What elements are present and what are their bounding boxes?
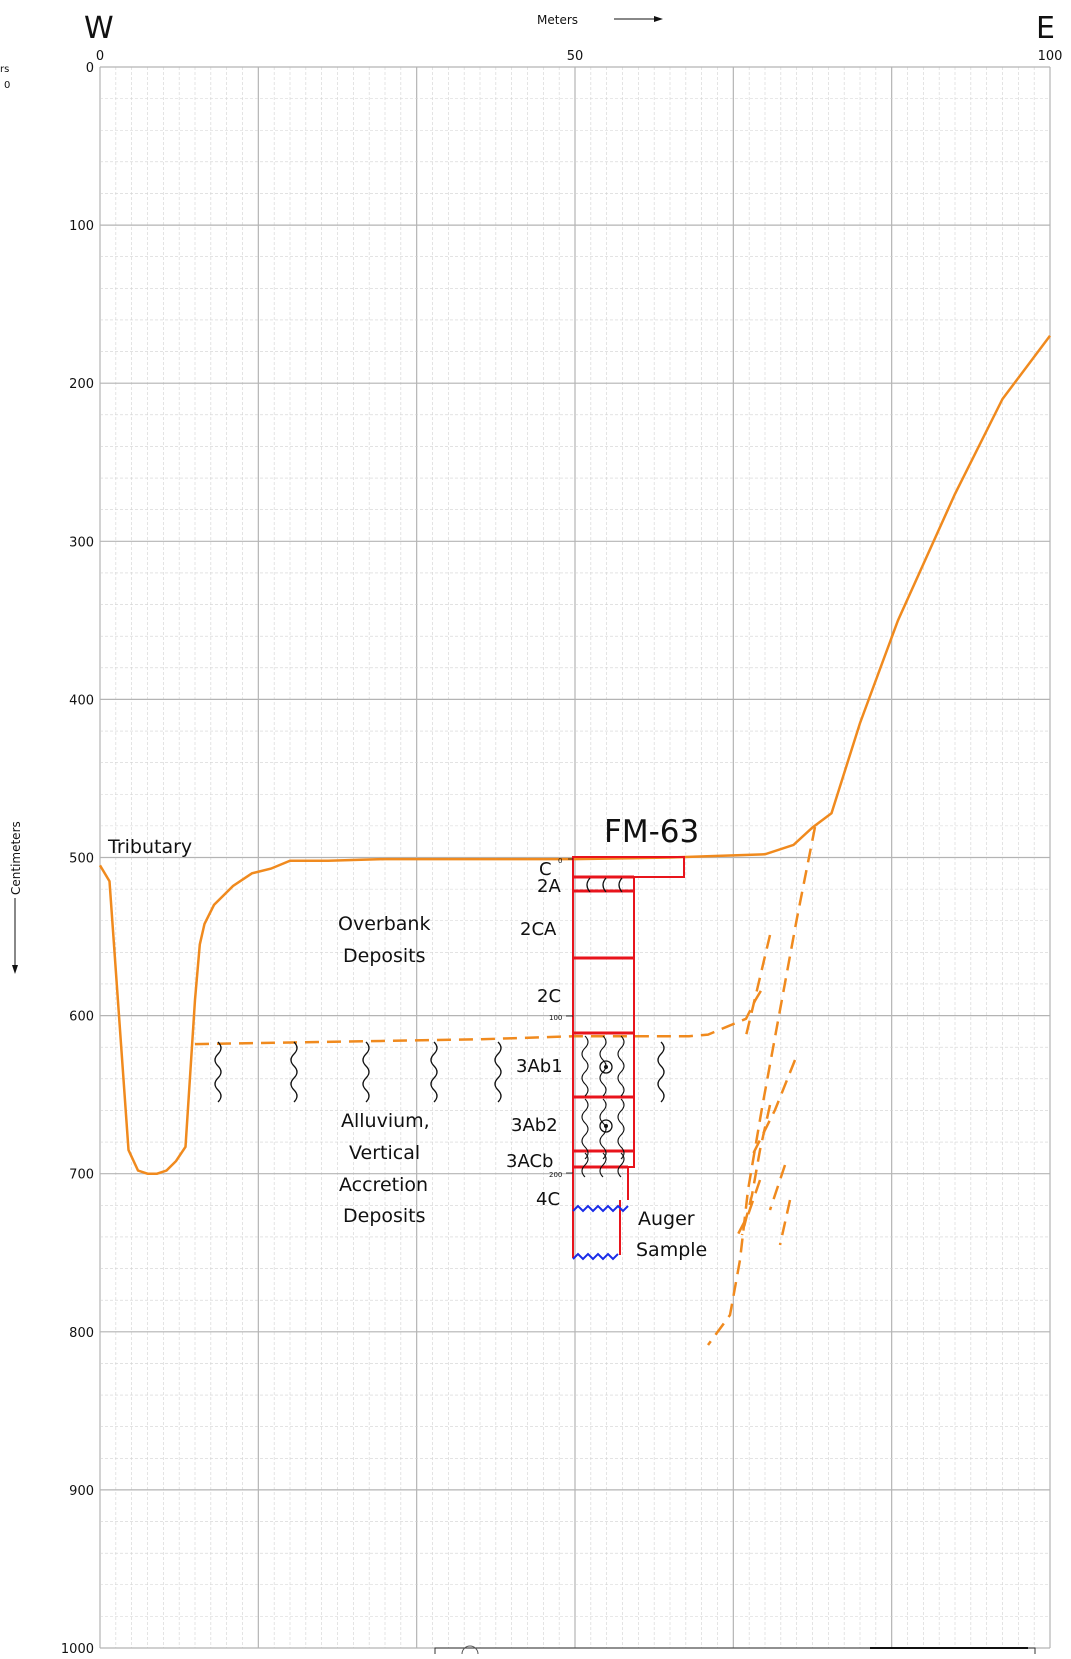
left-margin-fragment: 0 (4, 80, 10, 91)
wavy-symbol (657, 1041, 665, 1103)
horizon-label: 2C (537, 986, 561, 1007)
x-axis-arrow (614, 16, 663, 22)
concretion-symbol (604, 1124, 608, 1128)
alluvium-label: Alluvium, (341, 1110, 430, 1132)
horizon-2a-symbol (602, 877, 607, 893)
wavy-symbol (617, 1098, 625, 1160)
alluvium-label: Accretion (339, 1174, 428, 1196)
y-axis-title: Centimeters (9, 821, 23, 895)
wavy-symbol (494, 1041, 502, 1103)
horizon-label: 4C (536, 1189, 560, 1210)
west-label: W (84, 11, 114, 46)
auger-label: Sample (636, 1239, 707, 1261)
horizon-label: C (539, 859, 552, 880)
left-margin-fragment: rs (0, 64, 9, 75)
wavy-symbol (290, 1041, 298, 1103)
wavy-symbol (599, 1152, 607, 1178)
fault-line (733, 1179, 762, 1241)
horizon-label: 2A (537, 876, 561, 897)
wavy-symbol (617, 1152, 625, 1178)
y-tick-label: 500 (69, 852, 94, 867)
profile-name: FM-63 (604, 814, 699, 850)
fault-line (748, 1059, 797, 1161)
auger-boundary (572, 1204, 629, 1213)
ground-surface-line (98, 335, 1051, 1175)
x-tick-label: 0 (96, 49, 104, 64)
wavy-symbol (214, 1041, 222, 1103)
wavy-symbol (617, 1035, 625, 1097)
x-tick-label: 100 (1038, 49, 1063, 64)
y-tick-label: 1000 (61, 1642, 94, 1654)
x-axis-title: Meters (537, 13, 578, 27)
wavy-symbol (430, 1041, 438, 1103)
y-tick-label: 400 (69, 693, 94, 708)
soil-symbols (214, 1041, 665, 1103)
y-tick-label: 0 (86, 61, 94, 76)
y-axis-title-group: Centimeters (9, 821, 23, 974)
profile-scale-label: 100 (549, 1014, 562, 1022)
wavy-symbol (581, 1098, 589, 1160)
alluvium-label: Deposits (343, 1205, 426, 1227)
overbank-label: Overbank (338, 913, 430, 935)
profile-scale-label: 200 (549, 1171, 562, 1179)
horizon-2a-symbol (618, 877, 623, 893)
horizon-label: 3ACb (506, 1151, 553, 1172)
fault-line (778, 1199, 792, 1246)
buried-surface-line (194, 983, 767, 1046)
wavy-symbol (581, 1035, 589, 1097)
y-tick-label: 900 (69, 1484, 94, 1499)
concretion-symbol (604, 1065, 608, 1069)
y-tick-label: 600 (69, 1010, 94, 1025)
horizon-label: 3Ab2 (511, 1115, 558, 1136)
tributary-label: Tributary (107, 836, 192, 858)
profile-scale-label: 0 (558, 857, 562, 865)
auger-label: Auger (638, 1208, 695, 1230)
fault-lines (706, 826, 817, 1346)
horizon-2a-symbol (586, 877, 591, 893)
concretion-symbol (599, 1060, 613, 1074)
fault-line (743, 934, 772, 1041)
horizon-label: 2CA (520, 919, 557, 940)
concretion-symbol (599, 1119, 613, 1133)
fault-line (768, 1164, 787, 1211)
overbank-label: Deposits (343, 945, 426, 967)
alluvium-label: Vertical (349, 1142, 420, 1164)
y-tick-label: 700 (69, 1168, 94, 1183)
y-tick-label: 300 (69, 535, 94, 550)
y-tick-label: 100 (69, 219, 94, 234)
east-label: E (1036, 11, 1055, 46)
wavy-symbol (581, 1152, 589, 1178)
horizon-label: 3Ab1 (516, 1056, 563, 1077)
wavy-symbol (599, 1098, 607, 1160)
wavy-symbol (362, 1041, 370, 1103)
x-tick-label: 50 (567, 49, 584, 64)
fault-line (706, 826, 817, 1346)
profile-fm63 (566, 856, 685, 1261)
auger-boundary (572, 1252, 619, 1261)
y-tick-label: 800 (69, 1326, 94, 1341)
y-tick-label: 200 (69, 377, 94, 392)
fault-line (740, 1104, 772, 1236)
title-block-edge (434, 1645, 1036, 1659)
